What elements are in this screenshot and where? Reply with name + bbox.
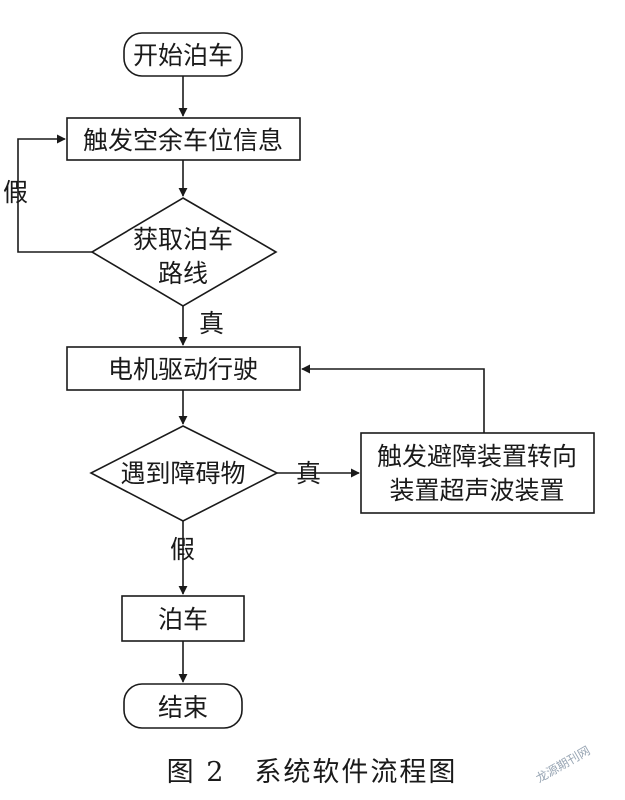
end-label: 结束 xyxy=(158,693,208,722)
route-label-line2: 路线 xyxy=(158,259,208,288)
motor-drive-label: 电机驱动行驶 xyxy=(108,355,258,384)
end-node: 结束 xyxy=(123,683,243,729)
park-node: 泊车 xyxy=(121,595,245,642)
obstacle-false-label: 假 xyxy=(170,535,195,564)
trigger-space-label: 触发空余车位信息 xyxy=(83,126,283,155)
route-true-label: 真 xyxy=(199,309,224,338)
start-label: 开始泊车 xyxy=(133,41,233,70)
figure-caption: 图 2 系统软件流程图 xyxy=(167,757,458,788)
edge-avoidance-loop xyxy=(301,364,485,433)
route-label-line1: 获取泊车 xyxy=(133,225,233,254)
avoidance-node: 触发避障装置转向 装置超声波装置 xyxy=(360,432,595,514)
edge-route-false-loop xyxy=(17,134,92,253)
start-node: 开始泊车 xyxy=(123,32,243,77)
obstacle-label: 遇到障碍物 xyxy=(120,459,245,488)
avoidance-label-line2: 装置超声波装置 xyxy=(389,476,564,505)
route-false-label: 假 xyxy=(3,178,28,207)
avoidance-label-line1: 触发避障装置转向 xyxy=(377,442,577,471)
obstacle-true-label: 真 xyxy=(296,459,321,488)
trigger-space-node: 触发空余车位信息 xyxy=(66,117,301,161)
route-decision-node: 获取泊车 路线 xyxy=(90,197,278,307)
watermark-text: 龙源期刊网 xyxy=(534,743,593,785)
park-label: 泊车 xyxy=(158,605,208,634)
obstacle-decision-node: 遇到障碍物 xyxy=(89,425,279,522)
motor-drive-node: 电机驱动行驶 xyxy=(66,346,301,391)
